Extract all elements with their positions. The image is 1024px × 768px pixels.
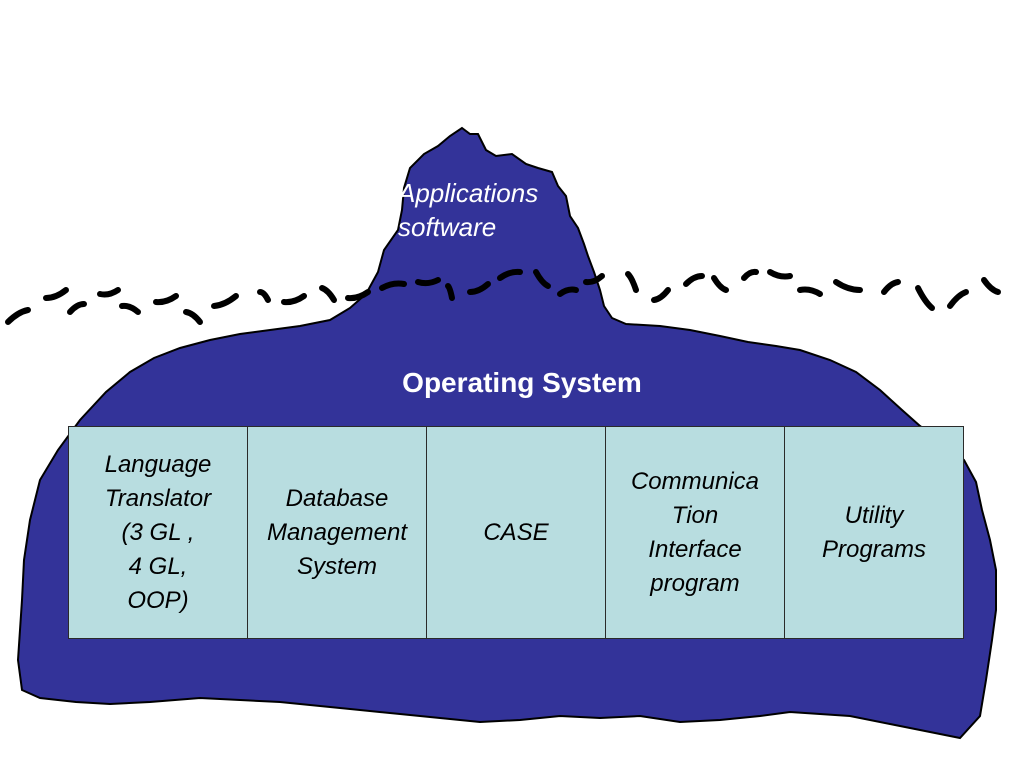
- water-line-dash: [625, 271, 639, 293]
- water-line-dash: [97, 287, 121, 298]
- water-line-dash: [711, 275, 729, 293]
- water-line-dash: [183, 309, 203, 325]
- water-line-dash: [881, 279, 901, 295]
- water-line-dash: [981, 277, 1001, 295]
- water-line-dash: [281, 293, 307, 306]
- water-line-dash: [533, 269, 551, 289]
- water-line-dash: [119, 302, 141, 315]
- water-line-dash: [67, 301, 87, 315]
- water-line-dash: [257, 289, 271, 303]
- water-line-dash: [319, 285, 337, 303]
- component-communication-interface: Communica Tion Interface program: [606, 427, 785, 638]
- water-line: [5, 268, 1001, 325]
- components-table: Language Translator (3 GL , 4 GL, OOP) D…: [68, 426, 964, 639]
- water-line-dash: [557, 286, 579, 297]
- water-line-dash: [467, 281, 491, 295]
- water-line-dash: [767, 269, 793, 280]
- water-line-dash: [683, 273, 705, 287]
- applications-software-label: Applications software: [398, 178, 539, 242]
- water-line-dash: [583, 273, 605, 286]
- water-line-dash: [379, 280, 407, 291]
- operating-system-label: Operating System: [402, 367, 642, 398]
- water-line-dash: [497, 268, 523, 281]
- water-line-dash: [833, 279, 863, 293]
- water-line-dash: [5, 307, 31, 325]
- water-line-dash: [947, 289, 969, 309]
- water-line-dash: [43, 287, 69, 301]
- component-dbms: Database Management System: [248, 427, 427, 638]
- component-language-translator: Language Translator (3 GL , 4 GL, OOP): [69, 427, 248, 638]
- water-line-dash: [741, 268, 759, 281]
- water-line-dash: [153, 293, 179, 306]
- water-line-dash: [415, 277, 441, 287]
- water-line-dash: [445, 283, 455, 301]
- water-line-dash: [915, 285, 935, 311]
- component-utility-programs: Utility Programs: [821, 501, 927, 563]
- water-line-dash: [651, 287, 671, 303]
- water-line-dash: [345, 289, 371, 302]
- component-case: CASE: [427, 427, 606, 638]
- water-line-dash: [211, 293, 239, 309]
- water-line-dash: [797, 286, 823, 297]
